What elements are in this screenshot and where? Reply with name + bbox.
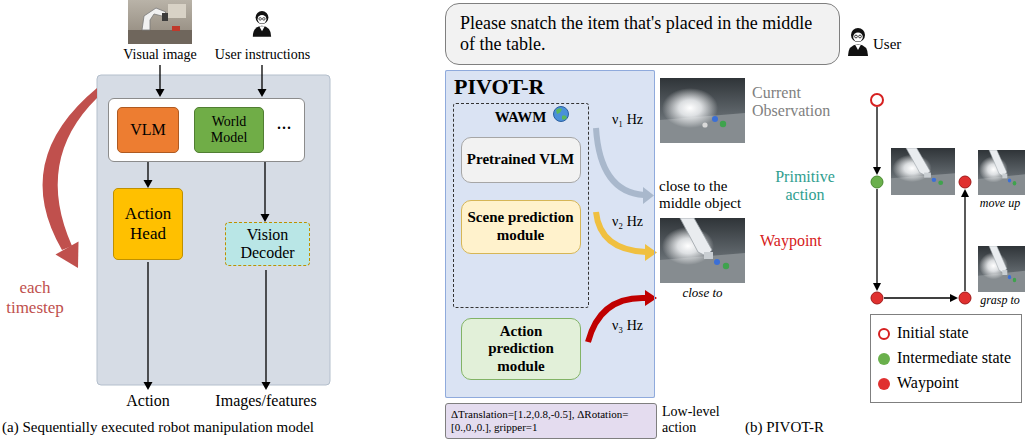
waypoint-dot (959, 292, 971, 304)
module-group: ... VLM World Model (108, 98, 305, 162)
waypoint-dot (959, 176, 971, 188)
legend-swatch (878, 353, 890, 365)
user-icon (848, 28, 868, 56)
model-panel (97, 75, 330, 385)
node-text: World Model (198, 114, 260, 146)
input-label: Visual image (115, 47, 205, 63)
user-label: User (873, 36, 913, 53)
state-arrow (876, 189, 877, 284)
connector-line (147, 162, 148, 182)
robot-photo (128, 0, 192, 44)
arrow-head (643, 187, 654, 204)
process-box: Action prediction module (461, 318, 581, 380)
initial-state-dot (871, 94, 883, 106)
node-text: Please snatch the item that's placed in … (460, 13, 822, 54)
connector (144, 162, 153, 188)
node-text: WAWM (454, 109, 587, 126)
arrow-head (873, 283, 881, 291)
legend-box: Initial stateIntermediate stateWaypoint (870, 314, 1022, 403)
row-label: Primitive action (767, 168, 843, 205)
intermediate-state-dot (871, 176, 883, 188)
pivot-panel-fill (445, 70, 655, 398)
node-text: Action Head (118, 204, 178, 243)
vision-decoder-box: Vision Decoder (225, 222, 310, 266)
waypoint-dot (871, 292, 883, 304)
node-text: PIVOT-R (454, 74, 544, 99)
process-box: Scene prediction module (461, 200, 581, 254)
image-caption: grasp to (976, 294, 1024, 308)
speech-bubble: Please snatch the item that's placed in … (445, 3, 840, 65)
world-model-box: World Model (194, 107, 264, 153)
legend-text: Waypoint (897, 374, 959, 392)
arrow-head (56, 242, 79, 269)
legend-swatch (878, 328, 890, 340)
image-caption: close to (660, 286, 745, 301)
arrow-head (144, 382, 153, 390)
waypoint-image (660, 218, 745, 283)
arrow-head (645, 244, 657, 261)
arrow-head (258, 89, 267, 97)
arrow-head (961, 189, 969, 197)
loop-label: each timestep (2, 278, 68, 317)
wawm-group: WAWM Pretrained VLM Scene prediction modul… (453, 103, 589, 308)
observation-image (660, 78, 745, 143)
arrow-head (645, 290, 657, 306)
timestep-loop-arrow (43, 88, 97, 250)
output-arrow (147, 262, 148, 383)
node-text: Pretrained VLM (467, 151, 574, 168)
box-label: Low-level action (662, 404, 732, 436)
rate-label: ν₂ Hz (612, 214, 654, 230)
user-icon (253, 11, 271, 37)
node-text: ... (269, 111, 299, 134)
rate-label: ν₃ Hz (612, 318, 654, 334)
legend-row: Waypoint (878, 371, 1014, 396)
node-text: Vision Decoder (229, 226, 306, 263)
image-caption: move up (976, 197, 1024, 211)
globe-icon (554, 107, 569, 122)
state-image (978, 150, 1025, 195)
legend-row: Initial state (878, 321, 1014, 346)
subfigure-caption: (a) Sequentially executed robot manipula… (2, 419, 347, 436)
rate-label: ν₁ Hz (612, 112, 654, 128)
arrow-head (873, 167, 881, 175)
input-arrow (261, 65, 262, 90)
process-box: Pretrained VLM (461, 137, 581, 183)
input-arrow (159, 65, 160, 90)
state-image (978, 246, 1025, 292)
arrow-head (950, 294, 958, 302)
primitive-text: close to the middle object (659, 178, 754, 213)
legend-text: Initial state (897, 324, 969, 342)
vlm-box: VLM (117, 107, 179, 153)
arrow-head (144, 180, 153, 188)
node-text: ΔTranslation=[1.2,0.8,-0.5], ΔRotation=[… (451, 408, 651, 433)
state-image (891, 148, 955, 195)
state-arrow (884, 297, 951, 298)
node-text: Action prediction module (466, 323, 576, 375)
arrow-head (261, 214, 270, 222)
rate-arrow (596, 128, 644, 195)
action-head-box: Action Head (113, 188, 183, 260)
row-label: Waypoint (760, 232, 840, 250)
arrow-head (156, 89, 165, 97)
legend-swatch (878, 378, 890, 390)
state-arrow (876, 107, 877, 168)
output-arrow (265, 270, 266, 383)
connector-line (264, 162, 265, 216)
globe-land (556, 108, 567, 120)
low-level-action-box: ΔTranslation=[1.2,0.8,-0.5], ΔRotation=[… (445, 403, 657, 439)
node-text: VLM (130, 121, 166, 139)
input-label: User instructions (205, 47, 320, 63)
state-arrow (964, 196, 965, 291)
node-text: Scene prediction module (466, 209, 576, 244)
arrow-head (262, 382, 271, 390)
output-label: Action (113, 392, 183, 410)
subfigure-caption: (b) PIVOT-R (745, 419, 855, 436)
legend-text: Intermediate state (897, 349, 1011, 367)
row-label: Current Observation (752, 84, 844, 121)
connector (261, 162, 270, 222)
output-label: Images/features (210, 392, 322, 410)
legend-row: Intermediate state (878, 346, 1014, 371)
